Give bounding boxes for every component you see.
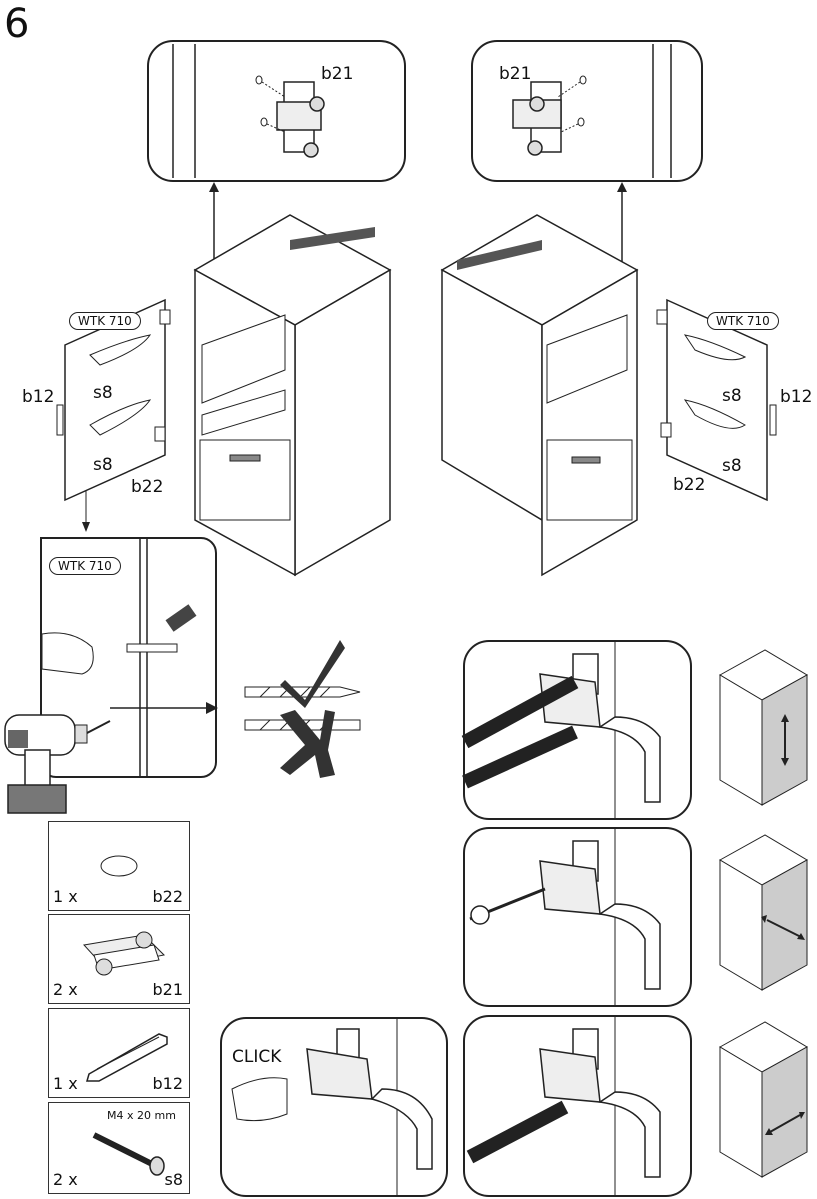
hinge-adjust-panel-2 <box>463 827 692 1007</box>
cover-label-right: b22 <box>673 475 706 495</box>
part-code: s8 <box>164 1170 183 1189</box>
part-qty: 1 x <box>53 887 78 906</box>
door-right-drawing <box>656 298 777 502</box>
part-box-b21: 2 x b21 <box>48 914 190 1004</box>
step-number: 6 <box>4 1 30 47</box>
hinge-click-drawing <box>231 1019 433 1195</box>
hinge-click-panel: CLICK <box>220 1017 448 1197</box>
handle-label-left: b12 <box>22 387 55 407</box>
adjust-cube-horizontal <box>718 1021 809 1178</box>
cover-cap-icon <box>100 855 138 877</box>
hinge-plate-left-drawing <box>172 44 325 178</box>
drill-detail-drawing <box>41 539 197 776</box>
hinge-plate-detail-left: b21 <box>147 40 406 182</box>
part-qty: 2 x <box>53 980 78 999</box>
screw-spec: M4 x 20 mm <box>107 1109 176 1122</box>
cover-label-left: b22 <box>131 477 164 497</box>
screw-label-right: s8 <box>722 386 742 406</box>
handle-label-right: b12 <box>780 387 813 407</box>
hinge-adjust-panel-3 <box>463 1015 692 1197</box>
checkmark-icon <box>280 640 345 708</box>
click-label: CLICK <box>232 1047 282 1067</box>
hinge-plate-right-drawing <box>512 44 672 178</box>
wtk-tag-drill: WTK 710 <box>49 557 121 575</box>
part-code: b21 <box>152 980 183 999</box>
mounting-plate-icon <box>83 931 166 976</box>
part-label-b21-left: b21 <box>321 64 354 84</box>
drill-bit-comparison <box>244 640 361 778</box>
handle-icon <box>86 1033 168 1082</box>
adjust-cube-vertical <box>718 649 809 806</box>
part-label-b21-right: b21 <box>499 64 532 84</box>
cross-icon <box>280 710 335 778</box>
hinge-adjust-drawing-1 <box>461 642 661 818</box>
door-left-drawing <box>56 298 171 502</box>
screw-label-left-2: s8 <box>93 455 113 475</box>
hinge-plate-detail-right: b21 <box>471 40 703 182</box>
screw-icon <box>92 1132 165 1176</box>
part-box-b12: 1 x b12 <box>48 1008 190 1098</box>
hinge-adjust-panel-1 <box>461 640 692 820</box>
drill-icon <box>4 714 111 814</box>
hinge-adjust-drawing-2 <box>469 829 661 1005</box>
part-qty: 1 x <box>53 1074 78 1093</box>
screw-label-right-2: s8 <box>722 456 742 476</box>
part-box-s8: M4 x 20 mm 2 x s8 <box>48 1102 190 1194</box>
part-code: b12 <box>152 1074 183 1093</box>
wtk-tag-left: WTK 710 <box>69 312 141 330</box>
hinge-adjust-drawing-3 <box>466 1017 661 1195</box>
cabinet-right-drawing <box>440 214 639 577</box>
part-qty: 2 x <box>53 1170 78 1189</box>
adjust-cube-depth <box>718 834 809 991</box>
cabinet-left-drawing <box>193 214 392 577</box>
part-box-b22: 1 x b22 <box>48 821 190 911</box>
screw-label-left: s8 <box>93 383 113 403</box>
wtk-tag-right: WTK 710 <box>707 312 779 330</box>
part-code: b22 <box>152 887 183 906</box>
